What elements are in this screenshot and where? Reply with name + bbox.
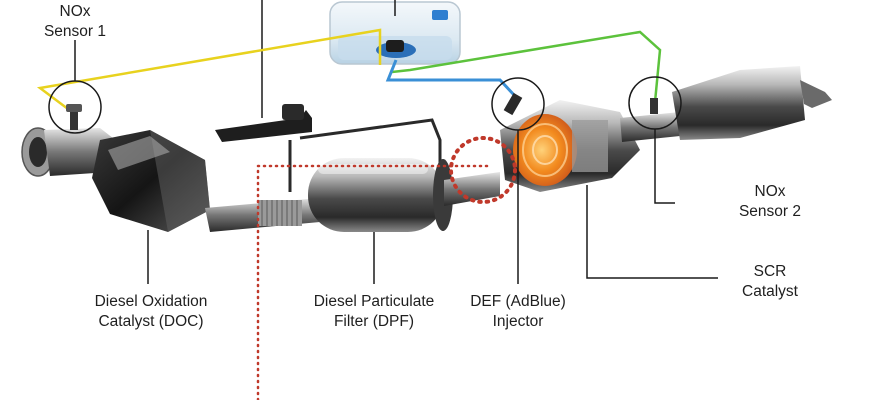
muffler-body xyxy=(672,66,832,140)
nox-sensor-1-label: NOx Sensor 1 xyxy=(35,2,115,42)
dpf-label: Diesel Particulate Filter (DPF) xyxy=(299,292,449,332)
def-nozzle xyxy=(503,92,523,116)
dpf-body xyxy=(308,158,453,232)
scr-catalyst-label: SCR Catalyst xyxy=(720,262,820,302)
def-injector-label: DEF (AdBlue) Injector xyxy=(460,292,576,332)
nox1-line2: Sensor 1 xyxy=(43,23,107,40)
flex-bellows xyxy=(258,200,302,226)
doc-label: Diesel Oxidation Catalyst (DOC) xyxy=(76,292,226,332)
dpf-line2: Filter (DPF) xyxy=(333,313,415,330)
def-supply-line xyxy=(385,59,517,98)
dpf-line1: Diesel Particulate xyxy=(313,293,435,310)
doc-body xyxy=(92,130,210,232)
def-line1: DEF (AdBlue) xyxy=(470,293,566,310)
scr-body xyxy=(500,100,640,192)
scr-line2: Catalyst xyxy=(742,283,798,300)
reference-dotted-circle xyxy=(449,136,517,204)
nox1-wire xyxy=(36,28,382,113)
def-tank-icon xyxy=(329,1,461,65)
nox-sensor-2-label: NOx Sensor 2 xyxy=(720,182,820,222)
doc-line1: Diesel Oxidation xyxy=(94,293,208,310)
scr-leader xyxy=(586,185,718,279)
def-line2: Injector xyxy=(492,313,544,330)
nox2-wire xyxy=(391,30,662,103)
scr-muffler-pipe xyxy=(620,112,680,142)
nox2-line2: Sensor 2 xyxy=(738,203,802,220)
nox2-probe xyxy=(650,98,658,114)
pressure-sensor-icon xyxy=(215,104,442,192)
scr-line1: SCR xyxy=(753,263,787,280)
nox2-leader xyxy=(654,129,675,204)
sensor-probe-icon xyxy=(66,104,82,130)
nox1-line1: NOx xyxy=(59,3,91,20)
reference-dotted-line xyxy=(256,164,494,400)
nox2-line1: NOx xyxy=(754,183,786,200)
dpf-scr-pipe xyxy=(444,172,500,206)
doc-line2: Catalyst (DOC) xyxy=(98,313,204,330)
